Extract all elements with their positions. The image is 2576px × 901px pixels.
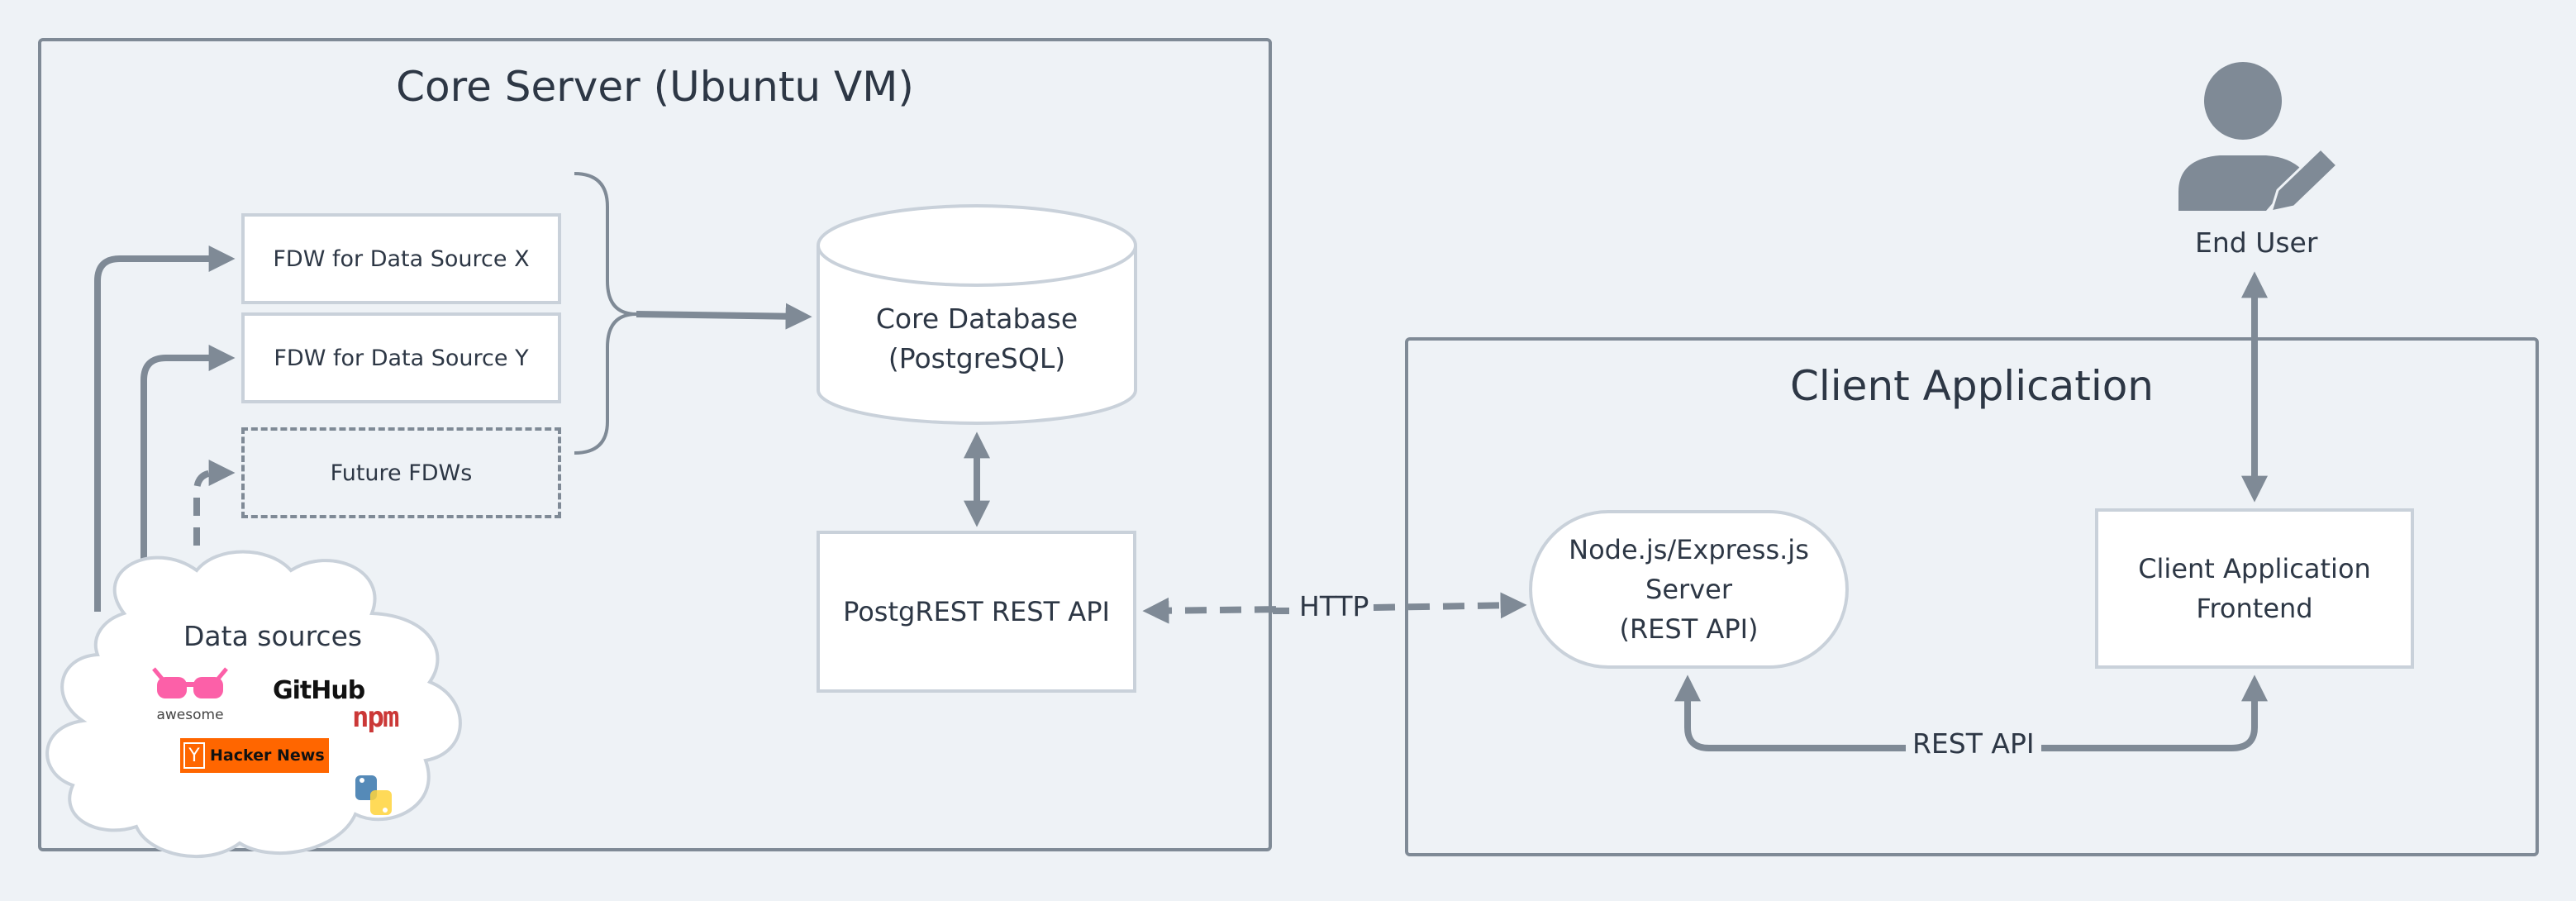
http-label: HTTP [1299,590,1369,622]
arrow-sources-to-future-fdws [193,460,236,546]
core-database-label: Core Database (PostgreSQL) [818,299,1136,379]
github-logo: GitHub [273,676,365,705]
hacker-news-logo: Y Hacker News [180,738,329,773]
awesome-glasses-icon [152,667,228,698]
core-database-engine: (PostgreSQL) [888,342,1066,374]
client-application-title: Client Application [1789,362,2154,410]
awesome-logo: awesome [149,664,231,723]
fdw-brace [574,172,637,455]
python-icon [355,775,392,815]
postgrest-api: PostgREST REST API [817,531,1136,693]
client-application-panel: Client Application [1405,337,2539,856]
arrow-fdws-to-database [636,303,812,330]
node-server-line2: Server [1645,574,1732,605]
arrow-http-right [1373,592,1527,619]
core-database-name: Core Database [875,303,1078,335]
hacker-news-y-badge: Y [183,742,205,769]
hacker-news-wordmark: Hacker News [210,746,325,765]
core-database-cylinder [817,204,1137,425]
arrow-sources-to-fdw-y [140,345,236,583]
python-logo [347,770,402,825]
rest-api-label: REST API [1906,727,2041,760]
future-fdws: Future FDWs [241,427,561,518]
npm-logo: npm [352,701,399,734]
arrow-sources-to-fdw-x [94,246,236,612]
arrow-http [1142,597,1286,624]
end-user-icon [2178,62,2340,214]
fdw-data-source-y: FDW for Data Source Y [241,312,561,403]
end-user-label: End User [2195,226,2318,259]
awesome-wordmark: awesome [156,707,224,723]
client-frontend: Client Application Frontend [2095,508,2414,669]
frontend-line2: Frontend [2196,593,2313,624]
core-server-title: Core Server (Ubuntu VM) [396,63,914,111]
core-server-panel: Core Server (Ubuntu VM) [38,38,1272,851]
frontend-line1: Client Application [2138,553,2371,584]
fdw-data-source-x: FDW for Data Source X [241,213,561,304]
data-sources-title: Data sources [183,620,363,652]
node-server-line3: (REST API) [1619,613,1759,645]
node-server-line1: Node.js/Express.js [1569,534,1809,565]
node-express-server: Node.js/Express.js Server (REST API) [1529,510,1849,669]
